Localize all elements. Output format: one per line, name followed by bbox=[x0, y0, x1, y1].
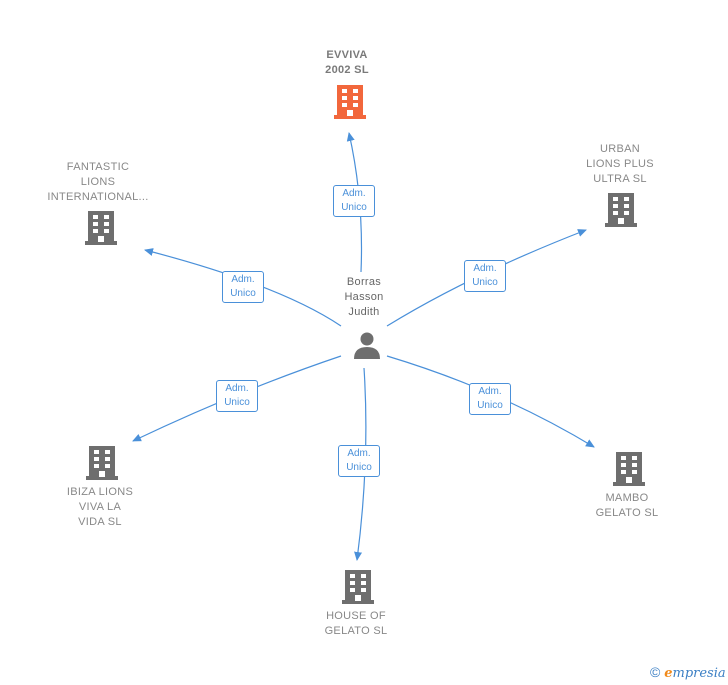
company-name: MAMBO GELATO SL bbox=[595, 492, 659, 519]
company-name: IBIZA LIONS VIVA LA VIDA SL bbox=[66, 486, 134, 528]
building-icon bbox=[85, 211, 117, 245]
company-name: FANTASTIC LIONS INTERNATIONAL... bbox=[47, 161, 149, 203]
relation-badge-evviva[interactable]: Adm. Unico bbox=[333, 185, 375, 217]
relation-badge-urban[interactable]: Adm. Unico bbox=[464, 260, 506, 292]
copyright-icon: © bbox=[650, 664, 661, 680]
building-icon bbox=[613, 452, 645, 486]
relation-badge-ibiza[interactable]: Adm. Unico bbox=[216, 380, 258, 412]
relation-badge-mambo[interactable]: Adm. Unico bbox=[469, 383, 511, 415]
company-node-house[interactable]: HOUSE OF GELATO SL bbox=[306, 609, 406, 639]
company-node-fantastic[interactable]: FANTASTIC LIONS INTERNATIONAL... bbox=[38, 160, 158, 205]
company-name: EVVIVA 2002 SL bbox=[325, 49, 369, 76]
building-icon bbox=[86, 446, 118, 480]
footer-brand[interactable]: © empresia bbox=[650, 664, 726, 681]
building-icon bbox=[342, 570, 374, 604]
building-icon bbox=[334, 85, 366, 119]
person-name: Borras Hasson Judith bbox=[344, 276, 384, 318]
company-node-ibiza[interactable]: IBIZA LIONS VIVA LA VIDA SL bbox=[50, 485, 150, 530]
brand-logo: empresia bbox=[664, 666, 726, 681]
relation-badge-house[interactable]: Adm. Unico bbox=[338, 445, 380, 477]
company-name: URBAN LIONS PLUS ULTRA SL bbox=[586, 143, 654, 185]
person-node[interactable]: Borras Hasson Judith bbox=[324, 275, 404, 320]
relation-badge-fantastic[interactable]: Adm. Unico bbox=[222, 271, 264, 303]
company-node-evviva[interactable]: EVVIVA 2002 SL bbox=[297, 48, 397, 78]
company-name: HOUSE OF GELATO SL bbox=[324, 610, 388, 637]
building-icon bbox=[605, 193, 637, 227]
company-node-urban[interactable]: URBAN LIONS PLUS ULTRA SL bbox=[570, 142, 670, 187]
company-node-mambo[interactable]: MAMBO GELATO SL bbox=[577, 491, 677, 521]
person-icon bbox=[354, 332, 380, 359]
